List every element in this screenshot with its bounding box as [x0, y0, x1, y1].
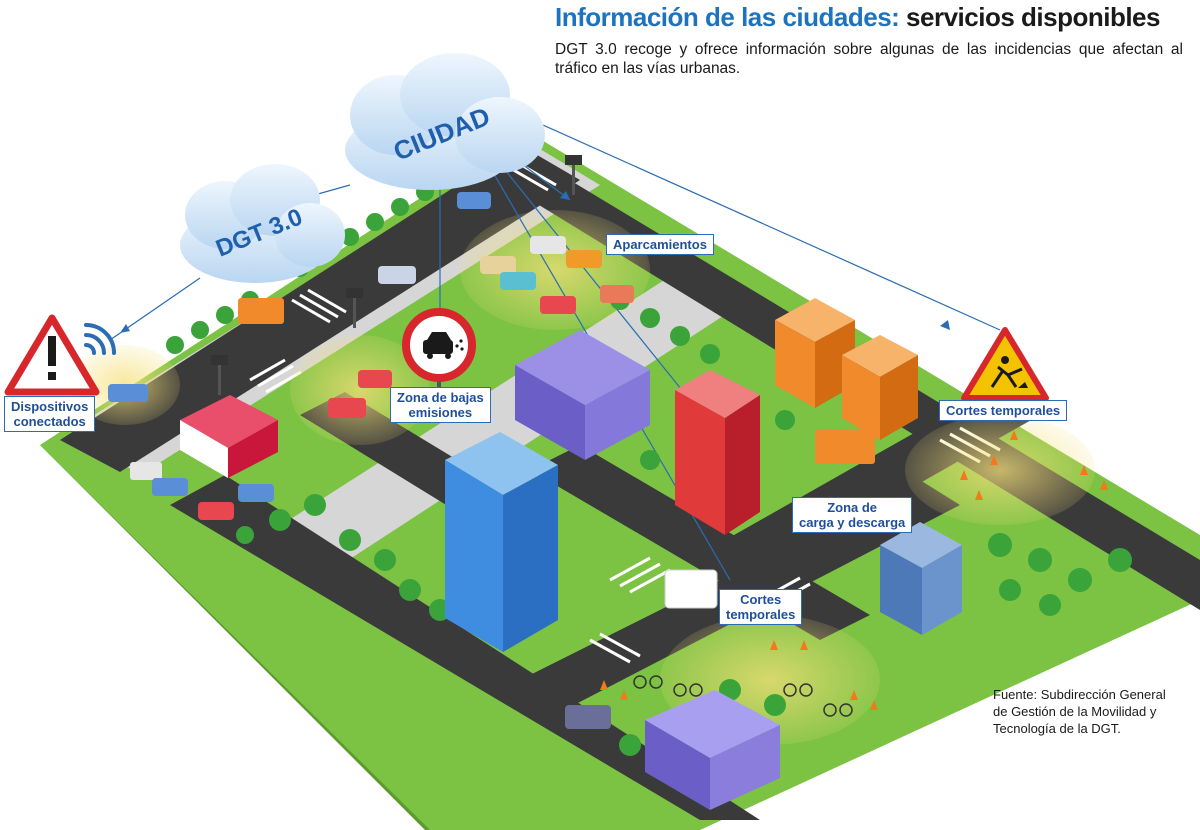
label-aparcamientos: Aparcamientos [606, 234, 714, 255]
label-zona-bajas-emisiones: Zona de bajas emisiones [390, 387, 491, 423]
building-red-left [180, 395, 278, 478]
building-orange-2 [842, 335, 918, 440]
label-cortes-temporales-top: Cortes temporales [939, 400, 1068, 421]
cloud-dgt [180, 164, 345, 283]
label-dispositivos-conectados: Dispositivos conectados [4, 396, 96, 432]
label-line: carga y descarga [799, 515, 906, 530]
cloud-ciudad [345, 53, 545, 190]
cyclists [633, 675, 853, 717]
building-purple-bottom [645, 690, 780, 810]
title-dark: servicios disponibles [906, 2, 1160, 32]
source-line: Fuente: Subdirección General [993, 687, 1166, 702]
label-cortes-temporales-bottom: Cortes temporales [719, 589, 803, 625]
wifi-signal-icon [84, 323, 116, 355]
title-blue: Información de las ciudades: [555, 2, 900, 32]
label-line: temporales [726, 607, 796, 622]
page-title: Información de las ciudades: servicios d… [555, 2, 1160, 33]
label-line: emisiones [408, 405, 473, 420]
roadworks-sign-icon [961, 327, 1049, 401]
construction-cones [600, 430, 1108, 710]
building-red-tower [675, 370, 760, 535]
label-line: Cortes [740, 592, 782, 607]
traffic-lights [211, 155, 582, 395]
vehicles [108, 192, 875, 729]
label-line: conectados [13, 414, 86, 429]
source-line: de Gestión de la Movilidad y [993, 704, 1157, 719]
label-line: Dispositivos [11, 399, 89, 414]
source-line: Tecnología de la DGT. [993, 721, 1121, 736]
building-purple-center [515, 330, 650, 460]
building-blue-right [880, 522, 962, 635]
building-blue-tower [445, 432, 558, 652]
label-line: Cortes temporales [946, 403, 1061, 418]
label-line: Zona de bajas [397, 390, 484, 405]
page-subtitle: DGT 3.0 recoge y ofrece información sobr… [555, 41, 1183, 77]
label-zona-carga-descarga: Zona de carga y descarga [792, 497, 913, 533]
label-line: Aparcamientos [613, 237, 707, 252]
label-line: Zona de [827, 500, 878, 515]
source-note: Fuente: Subdirección General de Gestión … [993, 686, 1166, 737]
warning-sign-icon [4, 314, 100, 396]
